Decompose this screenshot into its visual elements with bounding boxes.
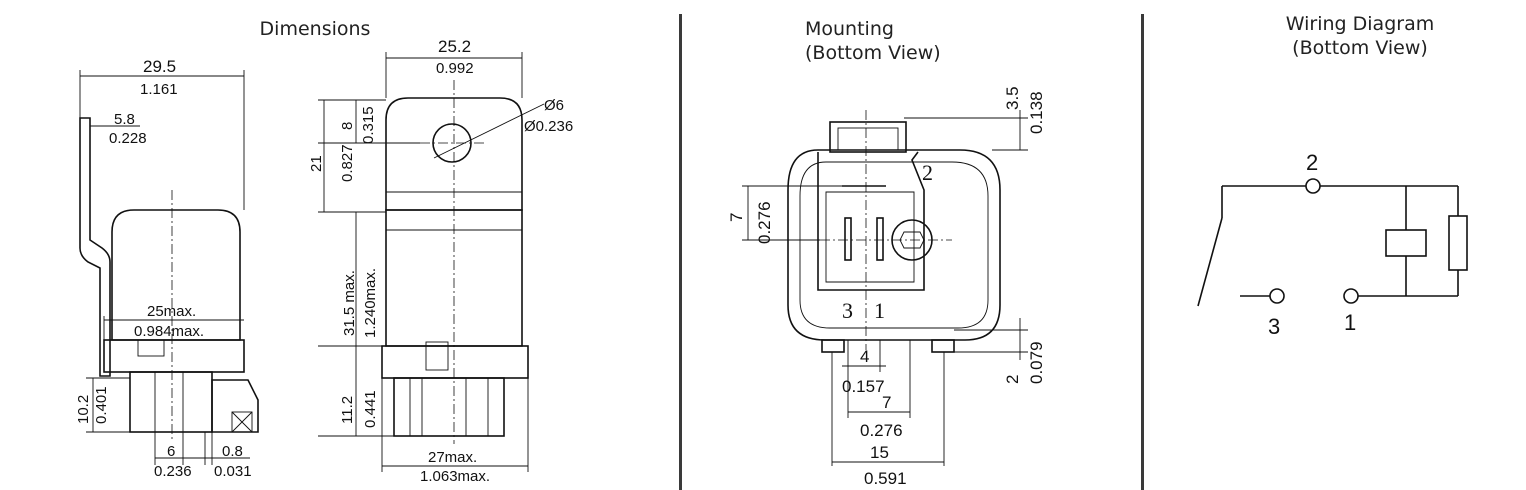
wiring-title-line2: (Bottom View): [1292, 37, 1428, 59]
mounting-title-line2: (Bottom View): [805, 42, 941, 64]
hole-diameter-mm: Ø6: [544, 97, 564, 114]
wiring-schematic: [1197, 178, 1468, 307]
body-width-mm: 25max.: [147, 303, 196, 320]
pin-thickness-in: 0.031: [214, 463, 252, 480]
mount-d15-mm: 15: [870, 443, 889, 462]
mount-d7-in: 0.276: [860, 421, 903, 440]
wiring-title-line1: Wiring Diagram: [1285, 13, 1435, 35]
base-width-mm: 27max.: [428, 449, 477, 466]
dimensions-title: Dimensions: [259, 18, 371, 40]
hole-offset-mm: 8: [339, 122, 356, 130]
wiring-title: Wiring Diagram (Bottom View): [1270, 12, 1450, 60]
mount-pin-2-label: 2: [922, 160, 933, 185]
mount-d2-in: 0.079: [1027, 341, 1046, 384]
pin-width-mm: 6: [167, 443, 175, 460]
mount-top-mm: 3.5: [1003, 86, 1022, 110]
body-height-in: 1.240max.: [362, 268, 379, 338]
wiring-pin-3-label: 3: [1268, 314, 1280, 339]
side-width-mm: 29.5: [143, 57, 176, 76]
front-pin-height-in: 0.441: [362, 390, 379, 428]
front-pin-height-mm: 11.2: [339, 396, 356, 424]
hole-diameter-in: Ø0.236: [524, 118, 573, 135]
mounting-footprint: [742, 110, 1028, 466]
section-divider-right: [1141, 14, 1144, 490]
body-width-in: 0.984max.: [134, 323, 204, 340]
side-pin-height-mm: 10.2: [75, 395, 92, 424]
mount-pin-spacing-v-in: 0.276: [755, 201, 774, 244]
pin-width-in: 0.236: [154, 463, 192, 480]
base-width-in: 1.063max.: [420, 468, 490, 485]
front-width-in: 0.992: [436, 60, 474, 77]
mounting-title: Mounting (Bottom View): [805, 17, 965, 65]
mount-pin-3-label: 3: [842, 298, 853, 323]
wiring-pin-2-label: 2: [1306, 150, 1318, 175]
mount-d2-mm: 2: [1003, 375, 1022, 384]
flange-height-in: 0.827: [339, 144, 356, 182]
mount-top-in: 0.138: [1027, 91, 1046, 134]
mount-d4-mm: 4: [860, 347, 869, 366]
flange-height-mm: 21: [308, 155, 325, 172]
side-width-in: 1.161: [140, 81, 178, 98]
mount-d4-in: 0.157: [842, 377, 885, 396]
wiring-pin-1-label: 1: [1344, 310, 1356, 335]
mount-d7-mm: 7: [882, 393, 891, 412]
tab-offset-mm: 5.8: [114, 111, 135, 128]
pin-thickness-mm: 0.8: [222, 443, 243, 460]
relay-side-view: [79, 70, 259, 465]
relay-front-view: [318, 52, 545, 472]
front-width-mm: 25.2: [438, 37, 471, 56]
side-pin-height-in: 0.401: [93, 386, 110, 424]
tab-offset-in: 0.228: [109, 130, 147, 147]
hole-offset-in: 0.315: [360, 106, 377, 144]
body-height-mm: 31.5 max.: [341, 270, 358, 336]
mount-d15-in: 0.591: [864, 469, 907, 488]
mount-pin-1-label: 1: [874, 298, 885, 323]
mount-pin-spacing-v-mm: 7: [727, 213, 746, 222]
mounting-title-line1: Mounting: [805, 18, 894, 40]
section-divider-left: [679, 14, 682, 490]
